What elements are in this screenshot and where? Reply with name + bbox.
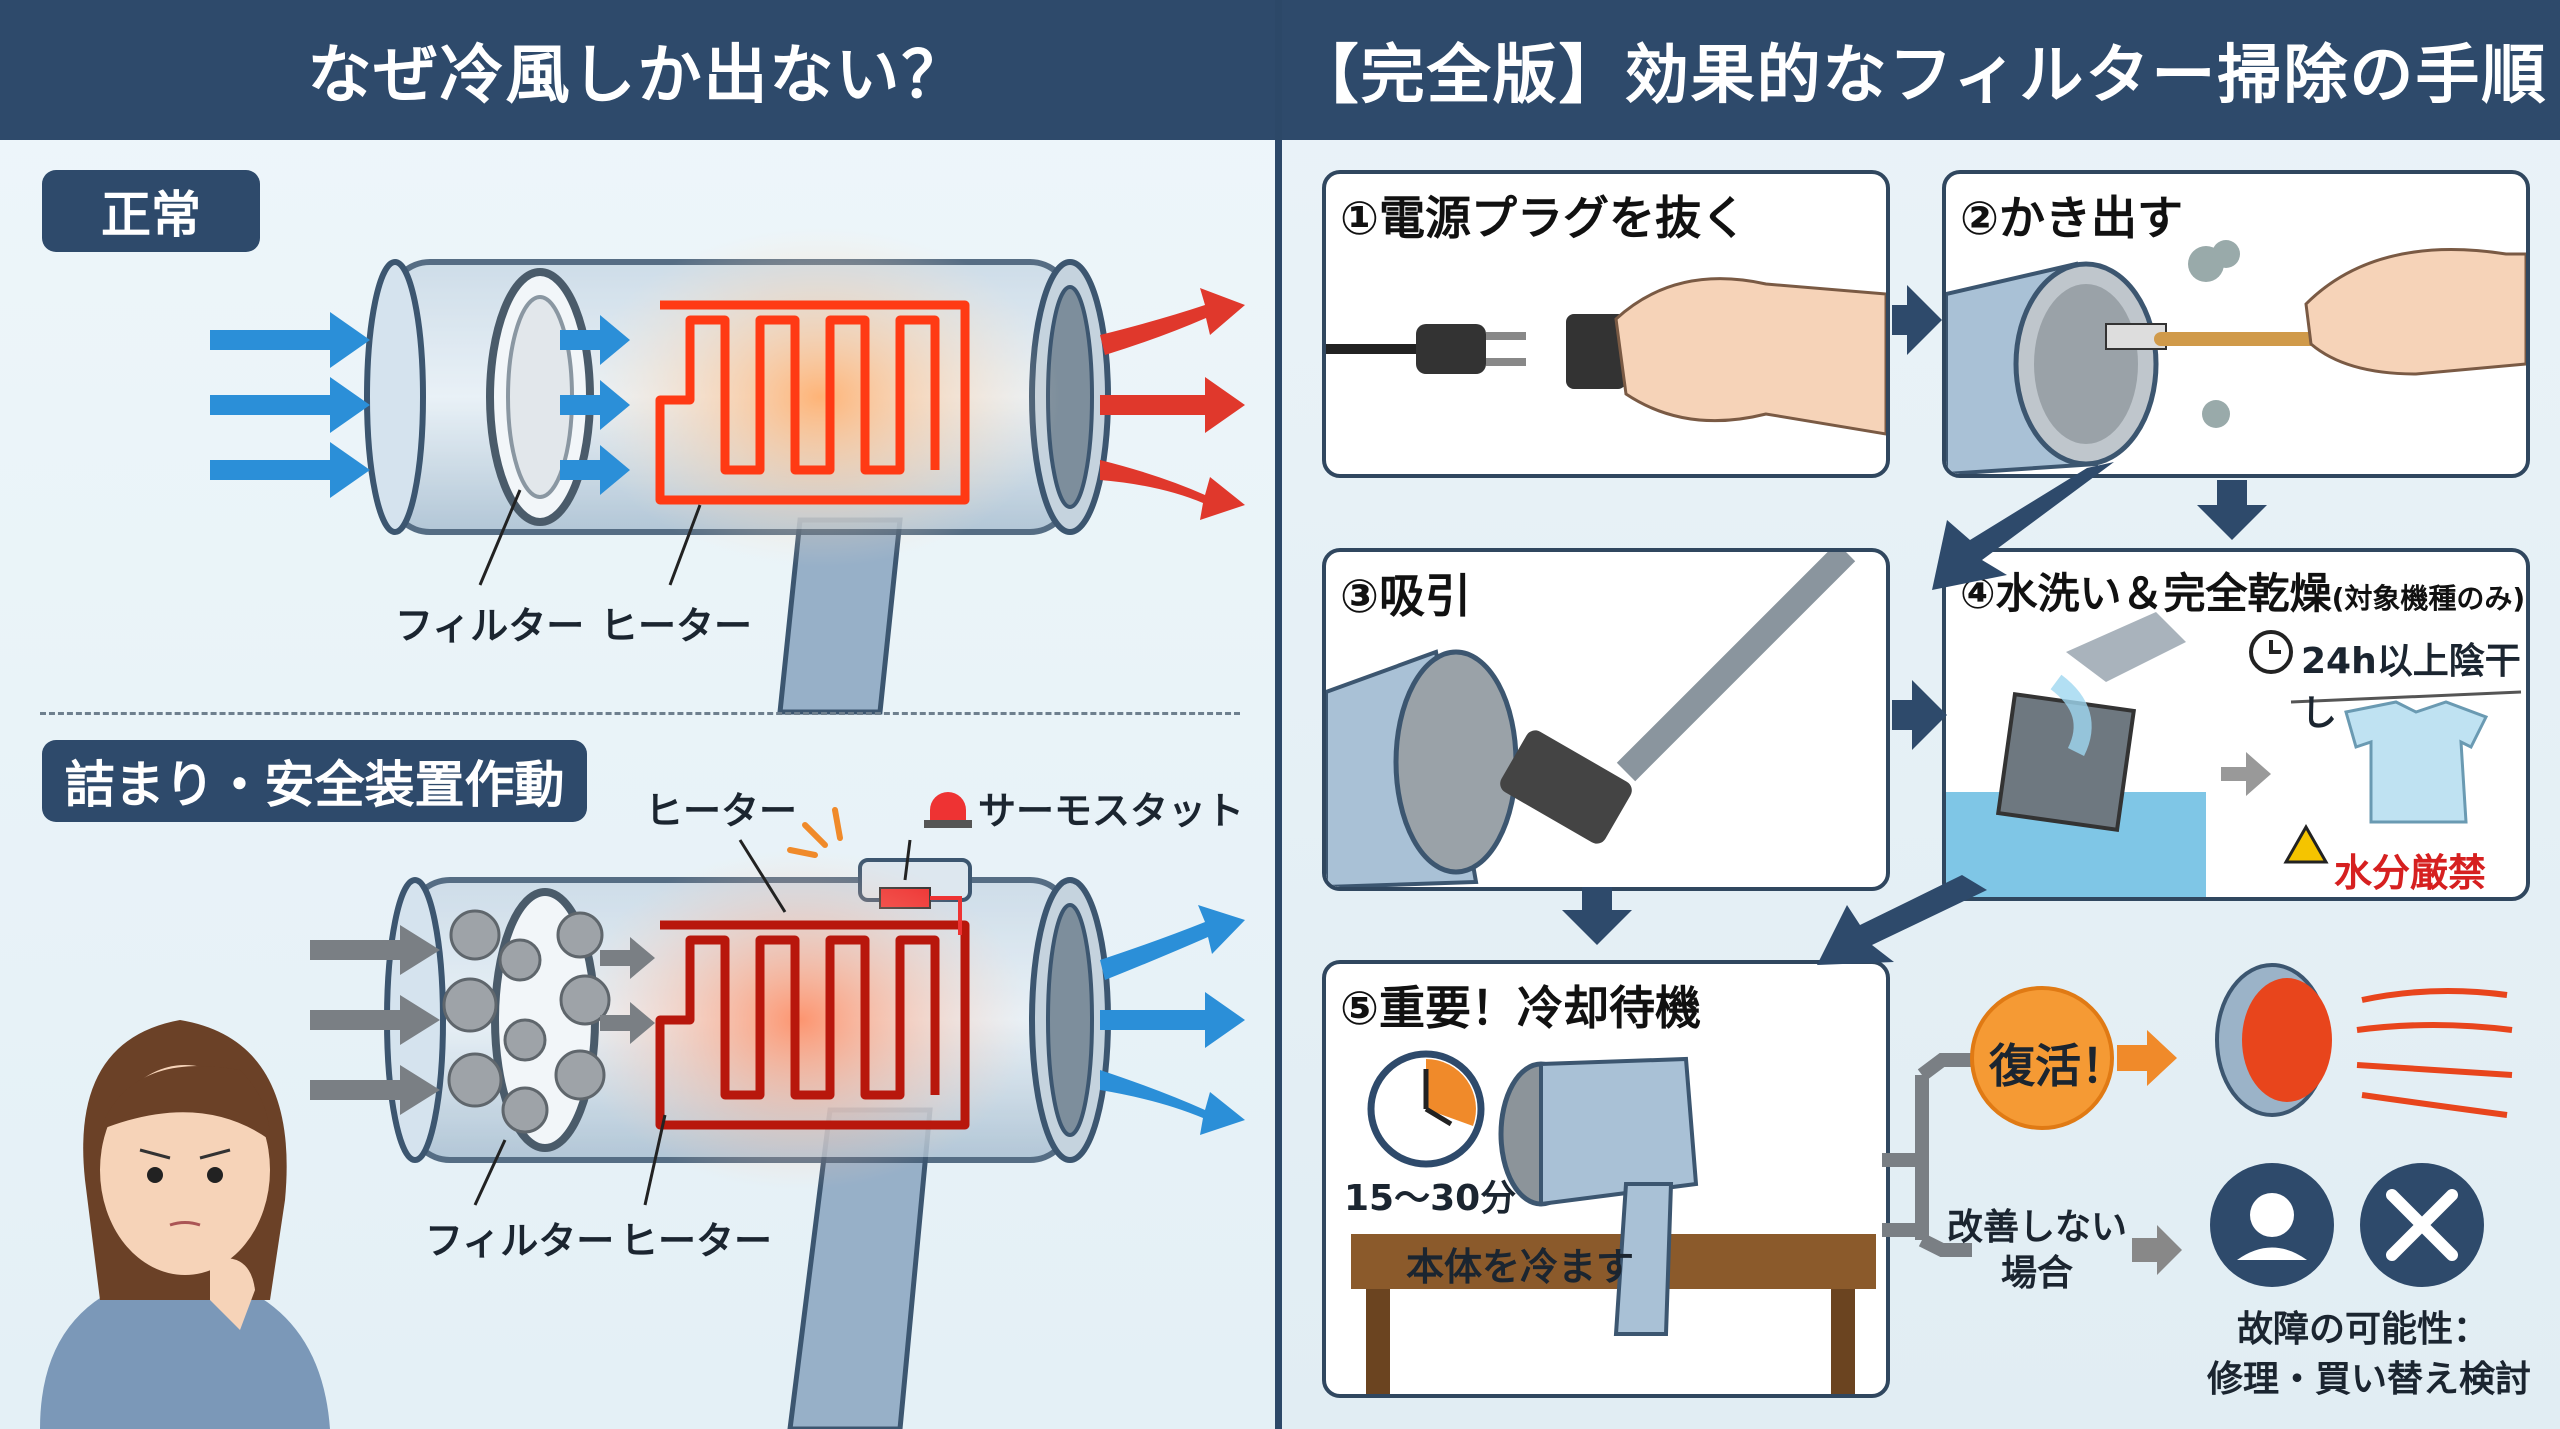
revive-label: 復活！ [1989,1039,2127,1093]
step-2-card: ②かき出す [1942,170,2530,478]
step-3-card: ③吸引 [1322,548,1890,891]
step-3-title: ③吸引 [1340,569,1471,623]
tools-icon [2360,1163,2484,1287]
step-4-dry-text: 24h以上陰干し [2301,641,2521,734]
left-panel: なぜ冷風しか出ない？ 正常 [0,0,1275,1429]
hot-vent-illustration [2215,963,2513,1118]
right-header: 【完全版】効果的なフィルター掃除の手順 [1282,0,2560,140]
arrow-2-to-4 [2197,480,2267,540]
step-4-title-note: (対象機種のみ) [2331,582,2526,615]
normal-title: 正常 [42,170,260,252]
section-divider [40,712,1240,715]
arrow-3-to-4 [1892,680,1947,750]
fault-action-label: 修理・買い替え検討 [2207,1359,2532,1400]
brush-illustration [1946,240,2526,474]
clogged-cool-air-arrows [1100,905,1245,1135]
no-improve-label: 改善しない 場合 [1947,1207,2128,1294]
wash-dry-illustration [1946,612,2522,897]
normal-hot-air-arrows [1100,288,1245,520]
cooldown-illustration [1351,1050,1876,1394]
step-5-card: ⑤重要！冷却待機 15〜30分 本体を冷ます [1322,960,1890,1398]
normal-filter-label: フィルター [395,604,585,648]
arrow-3-to-5 [1562,887,1632,945]
step-5-time: 15〜30分 [1344,1178,1517,1219]
left-header: なぜ冷風しか出ない？ [0,0,1275,140]
clogged-filter-label: フィルター [425,1219,615,1263]
clogged-intake-arrows [310,925,655,1115]
clogged-heater-label: ヒーター [620,1219,773,1263]
clogged-heater-label-top: ヒーター [645,789,798,833]
step-5-table-label: 本体を冷ます [1406,1245,1635,1289]
worried-woman-illustration [40,1020,330,1429]
clogged-title: 詰まり・安全装置作動 [42,740,587,822]
clogged-dryer [384,850,1111,1429]
normal-heater-label: ヒーター [600,604,753,648]
step-5-title: ⑤重要！冷却待機 [1340,981,1701,1035]
warning-icon [2283,823,2329,864]
vacuum-illustration [1326,552,1856,887]
step-4-card: ④水洗い＆完全乾燥(対象機種のみ) 24h以上陰干し 水分厳禁 [1942,548,2530,901]
arrow-1-to-2 [1892,285,1942,355]
step-2-title: ②かき出す [1960,191,2183,245]
right-panel: 【完全版】効果的なフィルター掃除の手順 ①電源プラグを抜く ②かき出す ③吸引 [1282,0,2560,1429]
dryer-diagrams [40,227,1245,1429]
step-4-warning-text: 水分厳禁 [2334,851,2487,895]
clock-icon [2249,630,2293,674]
normal-intake-arrows [210,312,630,498]
fault-label: 故障の可能性： [2237,1309,2490,1350]
unplug-illustration [1326,277,1886,436]
thermostat-label: サーモスタット [978,789,1245,833]
step-1-card: ①電源プラグを抜く [1322,170,1890,478]
step-4-title: ④水洗い＆完全乾燥(対象機種のみ) [1960,560,2525,621]
alarm-icon [924,792,972,828]
panel-divider [1275,0,1282,1429]
technician-icon [2210,1163,2334,1287]
step-1-title: ①電源プラグを抜く [1340,191,1747,245]
